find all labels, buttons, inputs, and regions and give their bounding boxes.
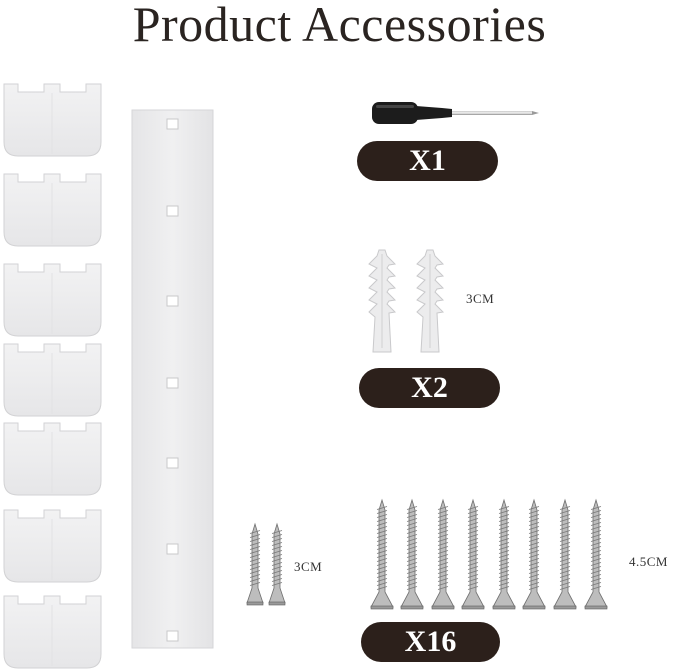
anchor-length-label: 3CM [466,291,495,306]
screwdriver-icon [372,102,539,124]
clip-piece [3,509,102,583]
page-title: Product Accessories [132,0,547,52]
clip-piece [3,173,102,247]
screw-icon [370,498,394,610]
rail-hole [166,205,179,217]
small-screws [246,522,286,606]
rail-hole [166,457,179,469]
clip-piece [3,83,102,157]
wall-anchor-icon [368,249,397,353]
screw-icon [584,498,608,610]
rail-hole [166,543,179,555]
count-label: X1 [409,144,446,177]
screw-icon [268,522,286,606]
rail-hole [166,295,179,307]
long-screw-length-label: 4.5CM [629,554,668,569]
clip-piece [3,263,102,337]
screw-icon [553,498,577,610]
count-badge-screws: X16 [361,622,500,662]
small-screw-length-label: 3CM [294,559,323,574]
screw-icon [431,498,455,610]
clip-piece [3,343,102,417]
screw-icon [400,498,424,610]
screw-icon [492,498,516,610]
count-badge-screwdriver: X1 [357,141,498,181]
wall-anchors [368,249,445,353]
screw-icon [246,522,264,606]
clip-piece [3,422,102,496]
count-badge-anchors: X2 [359,368,500,408]
wall-anchor-icon [416,249,445,353]
count-label: X2 [411,371,448,404]
rail-hole [166,118,179,130]
clip-column [3,83,102,669]
rail-hole [166,630,179,642]
clip-piece [3,595,102,669]
mounting-rail [131,109,214,649]
screw-icon [461,498,485,610]
screw-icon [522,498,546,610]
count-label: X16 [404,625,457,658]
rail-hole [166,377,179,389]
long-screws [370,498,608,610]
